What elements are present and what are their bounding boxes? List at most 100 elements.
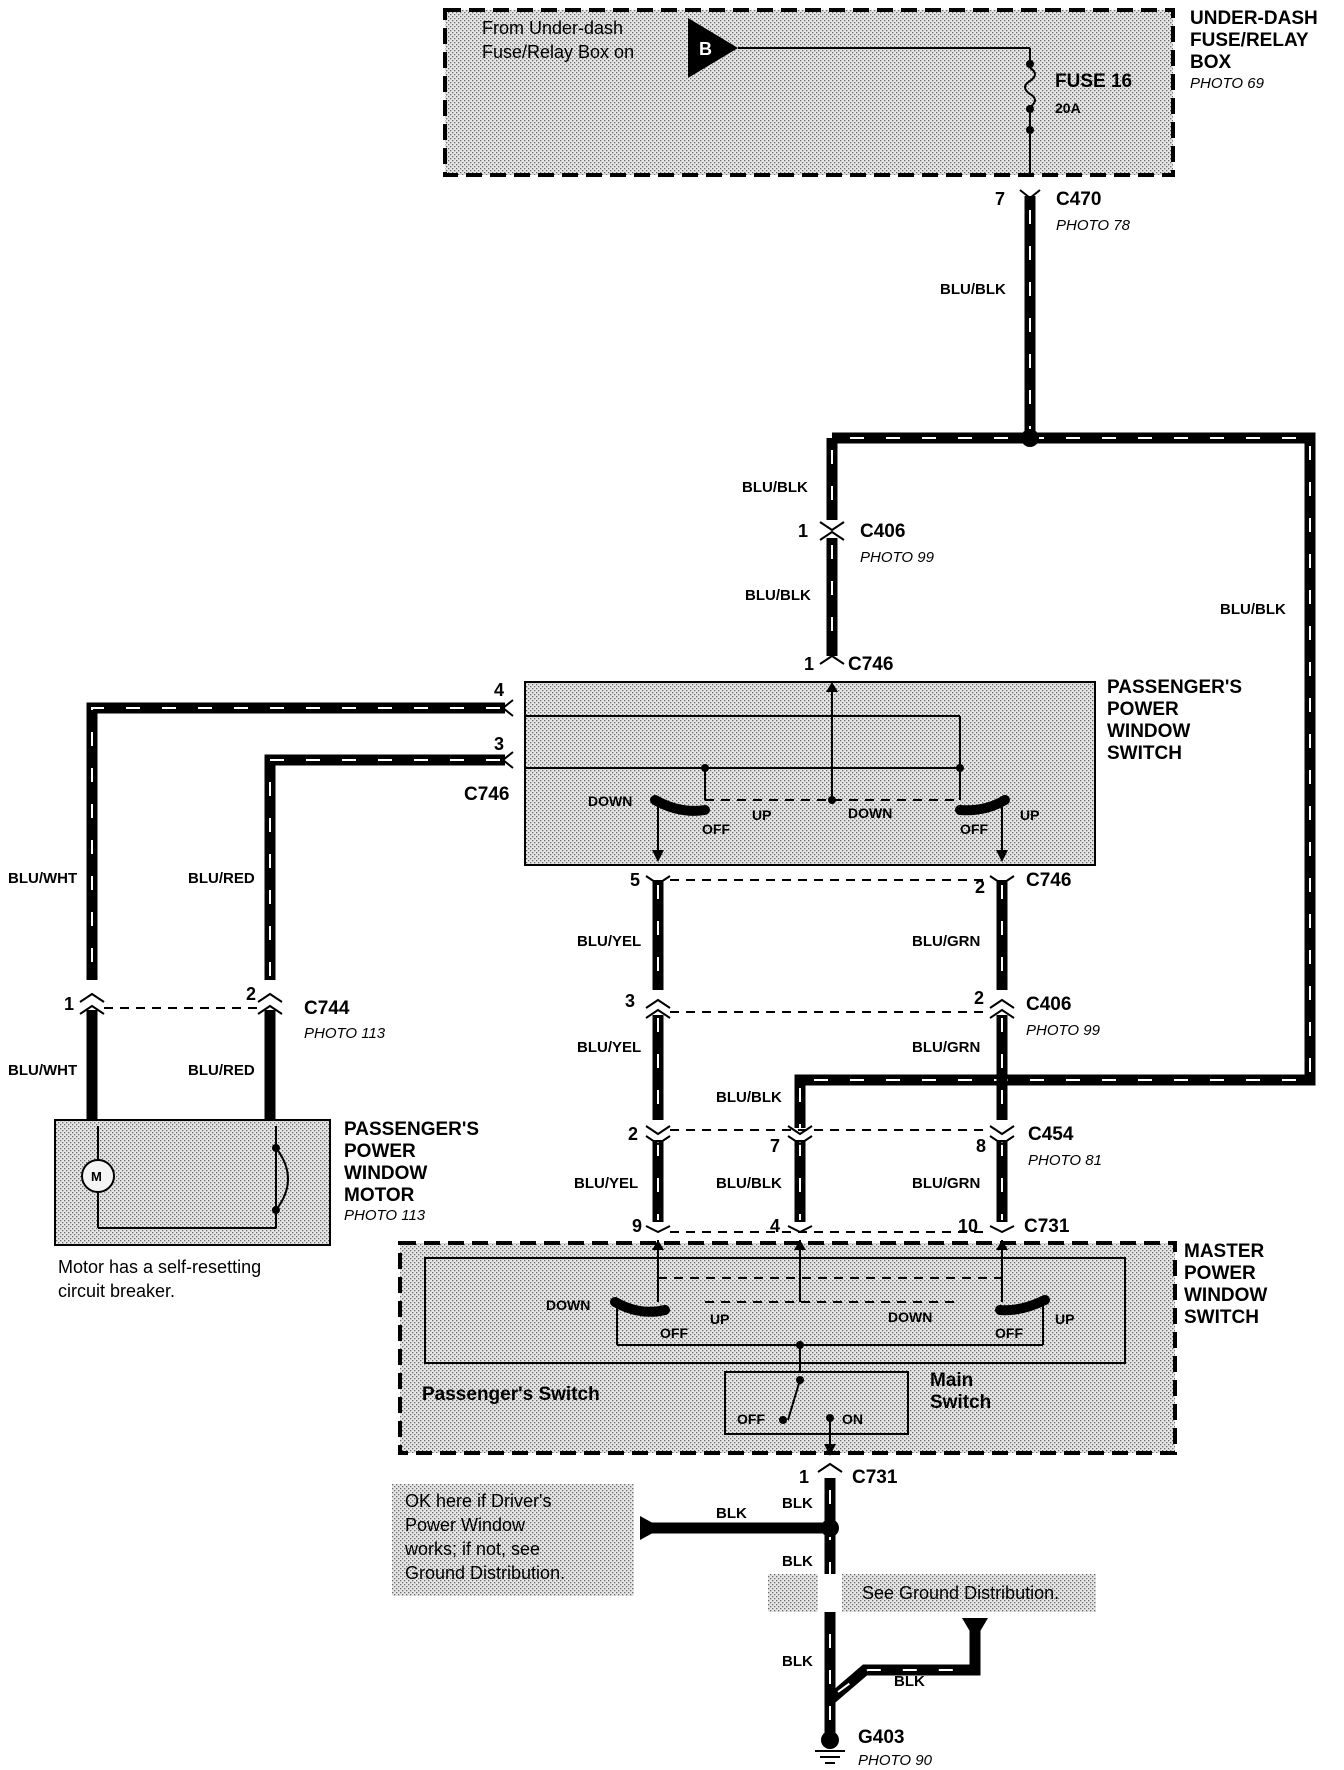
wire-label: BLK bbox=[782, 1653, 813, 1670]
c731-top-pin-a: 9 bbox=[632, 1216, 642, 1236]
master-power-window-switch: DOWN UP OFF DOWN UP OFF Passenger's Swit… bbox=[398, 1240, 1177, 1456]
c406-mid-pin-left: 3 bbox=[625, 991, 635, 1011]
c746-top-pin: 1 bbox=[804, 654, 814, 674]
c731-top-pin-b: 4 bbox=[770, 1216, 780, 1236]
fuse-relay-box: From Under-dash Fuse/Relay Box on B FUSE… bbox=[443, 8, 1175, 177]
pws-down-left: DOWN bbox=[588, 793, 632, 809]
c746-top-name: C746 bbox=[848, 654, 893, 675]
mws-title-4: SWITCH bbox=[1184, 1307, 1259, 1328]
c454-pin-b: 7 bbox=[770, 1136, 780, 1156]
mws-passenger-switch-label: Passenger's Switch bbox=[422, 1384, 600, 1405]
mws-title-2: POWER bbox=[1184, 1263, 1256, 1284]
ok-here-note: OK here if Driver's Power Window works; … bbox=[392, 1484, 634, 1596]
c744-pin1: 1 bbox=[64, 994, 74, 1014]
motor-title-4: MOTOR bbox=[344, 1185, 415, 1206]
c731-top-pin-c: 10 bbox=[958, 1216, 978, 1236]
wire-label: BLU/BLK bbox=[716, 1089, 782, 1106]
connector-symbols bbox=[79, 189, 1041, 1473]
ground-pointer-icon bbox=[962, 1618, 988, 1640]
pws-up-left: UP bbox=[752, 807, 771, 823]
fuse-rating: 20A bbox=[1055, 100, 1081, 116]
ground-pointer-icon bbox=[640, 1516, 662, 1540]
ok-note-2: Power Window bbox=[405, 1515, 526, 1535]
see-ground-note: See Ground Distribution. bbox=[768, 1574, 1096, 1612]
splice-dot bbox=[821, 1519, 839, 1537]
ok-note-4: Ground Distribution. bbox=[405, 1563, 565, 1583]
wire-label: BLK bbox=[716, 1505, 747, 1522]
g403-photo: PHOTO 90 bbox=[858, 1752, 933, 1769]
fuse-box-from-line1: From Under-dash bbox=[482, 18, 623, 38]
c744-photo: PHOTO 113 bbox=[304, 1025, 386, 1042]
wire-label: BLU/WHT bbox=[8, 1062, 77, 1079]
mws-off-right: OFF bbox=[995, 1325, 1023, 1341]
passenger-power-window-motor: M bbox=[54, 1119, 331, 1246]
wire-label: BLU/BLK bbox=[742, 479, 808, 496]
c744-pin2: 2 bbox=[246, 984, 256, 1004]
c406-top-pin: 1 bbox=[798, 521, 808, 541]
wire-label: BLU/RED bbox=[188, 1062, 255, 1079]
wire-label: BLU/BLK bbox=[1220, 601, 1286, 618]
c454-name: C454 bbox=[1028, 1124, 1074, 1145]
c454-pin-c: 8 bbox=[976, 1136, 986, 1156]
pws-title-4: SWITCH bbox=[1107, 743, 1182, 764]
motor-symbol: M bbox=[91, 1169, 102, 1184]
wire-label: BLU/GRN bbox=[912, 933, 980, 950]
fuse-label: FUSE 16 bbox=[1055, 71, 1132, 92]
wires bbox=[86, 196, 1316, 1745]
c470-photo: PHOTO 78 bbox=[1056, 217, 1131, 234]
wire-label: BLK bbox=[894, 1673, 925, 1690]
wire-label: BLU/GRN bbox=[912, 1039, 980, 1056]
c746-bottom-name: C746 bbox=[1026, 870, 1071, 891]
wire-label: BLU/BLK bbox=[716, 1175, 782, 1192]
c454-photo: PHOTO 81 bbox=[1028, 1152, 1102, 1169]
pws-title-2: POWER bbox=[1107, 699, 1179, 720]
fuse-box-from-line2: Fuse/Relay Box on bbox=[482, 42, 634, 62]
pws-title-1: PASSENGER'S bbox=[1107, 677, 1242, 698]
ok-note-1: OK here if Driver's bbox=[405, 1491, 551, 1511]
fuse-icon bbox=[1024, 67, 1036, 108]
c406-top-name: C406 bbox=[860, 521, 905, 542]
ground-icon bbox=[815, 1731, 845, 1764]
splice-dot bbox=[1021, 429, 1039, 447]
wire-label: BLU/GRN bbox=[912, 1175, 980, 1192]
fuse-box-photo: PHOTO 69 bbox=[1190, 75, 1265, 92]
fuse-box-title-3: BOX bbox=[1190, 52, 1232, 73]
pws-off-left: OFF bbox=[702, 821, 730, 837]
c746-bottom-pin-left: 5 bbox=[630, 870, 640, 890]
wire-label: BLU/YEL bbox=[577, 1039, 641, 1056]
motor-title-3: WINDOW bbox=[344, 1163, 427, 1184]
fuse-box-title-2: FUSE/RELAY bbox=[1190, 30, 1309, 51]
wire-label: BLU/YEL bbox=[577, 933, 641, 950]
motor-title-1: PASSENGER'S bbox=[344, 1119, 479, 1140]
wire-label: BLU/YEL bbox=[574, 1175, 638, 1192]
main-switch-off: OFF bbox=[737, 1411, 765, 1427]
see-ground-text: See Ground Distribution. bbox=[862, 1583, 1059, 1603]
fuse-box-title-1: UNDER-DASH bbox=[1190, 8, 1318, 29]
mws-title-3: WINDOW bbox=[1184, 1285, 1267, 1306]
circuit-breaker-icon bbox=[275, 1147, 289, 1211]
c454-pin-a: 2 bbox=[628, 1124, 638, 1144]
mws-down-left: DOWN bbox=[546, 1297, 590, 1313]
wire-label: BLU/RED bbox=[188, 870, 255, 887]
wire-label: BLU/BLK bbox=[745, 587, 811, 604]
pws-title-3: WINDOW bbox=[1107, 721, 1190, 742]
ok-note-3: works; if not, see bbox=[404, 1539, 540, 1559]
wire-label: BLK bbox=[782, 1495, 813, 1512]
mws-down-right: DOWN bbox=[888, 1309, 932, 1325]
motor-icon bbox=[81, 1159, 115, 1193]
c470-name: C470 bbox=[1056, 189, 1101, 210]
motor-photo: PHOTO 113 bbox=[344, 1207, 426, 1224]
pws-off-right: OFF bbox=[960, 821, 988, 837]
c746-left-name: C746 bbox=[464, 784, 509, 805]
terminal-b-label: B bbox=[699, 39, 712, 59]
g403-name: G403 bbox=[858, 1727, 904, 1748]
c470-pin: 7 bbox=[995, 189, 1005, 209]
mws-up-right: UP bbox=[1055, 1311, 1074, 1327]
c731-top-name: C731 bbox=[1024, 1216, 1070, 1237]
mws-off-left: OFF bbox=[660, 1325, 688, 1341]
main-switch-on: ON bbox=[842, 1411, 863, 1427]
motor-note-2: circuit breaker. bbox=[58, 1281, 175, 1301]
c746-bottom-pin-right: 2 bbox=[975, 877, 985, 897]
mws-up-left: UP bbox=[710, 1311, 729, 1327]
